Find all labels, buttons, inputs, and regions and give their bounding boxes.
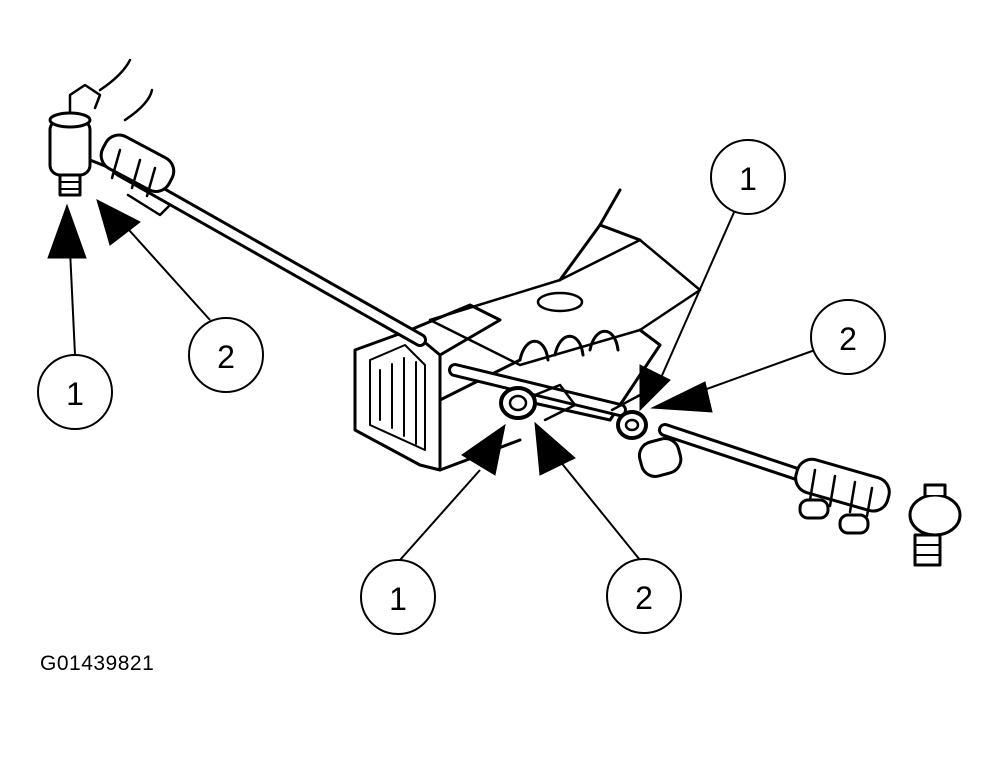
callout-label: 1 bbox=[739, 161, 757, 197]
callout-center-1: 1 bbox=[360, 559, 436, 635]
callout-label: 2 bbox=[217, 339, 235, 375]
pointer-arrows bbox=[47, 199, 713, 476]
right-idler-nut bbox=[610, 393, 683, 478]
callout-label: 1 bbox=[389, 581, 407, 617]
arrow-left-1-icon bbox=[47, 203, 87, 259]
figure-id-label: G01439821 bbox=[40, 652, 155, 675]
arrow-left-2-icon bbox=[96, 199, 141, 246]
callout-center-2: 2 bbox=[606, 558, 682, 634]
callout-left-1: 1 bbox=[37, 354, 113, 430]
left-adjuster-sleeve bbox=[99, 133, 176, 217]
callout-left-2: 2 bbox=[188, 317, 264, 393]
center-link-rod bbox=[113, 163, 807, 482]
leader-lines bbox=[69, 209, 816, 561]
right-adjuster-sleeve bbox=[794, 457, 891, 535]
arrow-right-1-icon bbox=[639, 364, 671, 412]
arrow-right-2-icon bbox=[650, 381, 713, 413]
callout-label: 2 bbox=[635, 580, 653, 616]
arrow-center-2-icon bbox=[534, 421, 576, 476]
center-pivot-nut bbox=[499, 383, 577, 422]
right-tie-rod-end bbox=[908, 483, 962, 567]
callout-label: 1 bbox=[66, 376, 84, 412]
callout-right-2: 2 bbox=[810, 299, 886, 375]
frame-box-section bbox=[353, 303, 522, 472]
callout-right-1: 1 bbox=[710, 139, 786, 215]
arrow-center-1-icon bbox=[461, 423, 506, 476]
left-tie-rod-end bbox=[48, 58, 154, 197]
callout-label: 2 bbox=[839, 321, 857, 357]
